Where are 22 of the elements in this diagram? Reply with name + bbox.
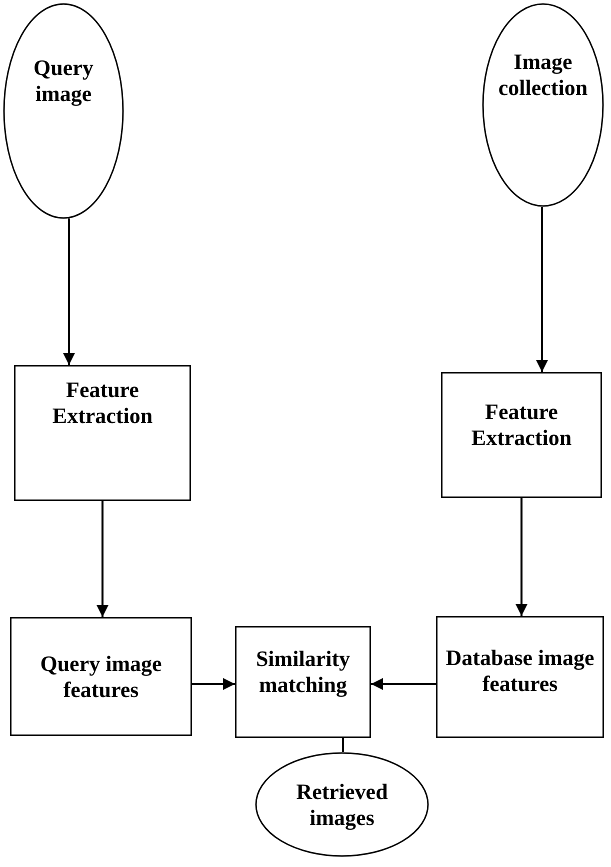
ellipse-node	[482, 3, 604, 207]
process-box	[14, 365, 191, 501]
ellipse-node	[255, 752, 429, 857]
node-label: Query image	[32, 55, 94, 107]
arrow	[63, 218, 75, 365]
process-box	[441, 372, 602, 498]
process-box	[235, 626, 371, 738]
node-label: Image collection	[497, 49, 589, 101]
node-label: Feature Extraction	[51, 377, 154, 429]
node-label: Retrieved images	[295, 778, 389, 830]
ellipse-node	[3, 3, 124, 219]
arrow	[516, 498, 528, 616]
arrow	[536, 206, 548, 372]
node-label: Similarity matching	[254, 646, 352, 698]
node-label: Feature Extraction	[470, 399, 573, 451]
arrow	[371, 678, 436, 690]
process-box	[10, 617, 192, 736]
node-label: Query image features	[39, 650, 163, 702]
arrow	[96, 501, 108, 617]
process-box	[436, 616, 604, 738]
arrow	[192, 678, 235, 690]
node-label: Database image features	[444, 645, 596, 697]
